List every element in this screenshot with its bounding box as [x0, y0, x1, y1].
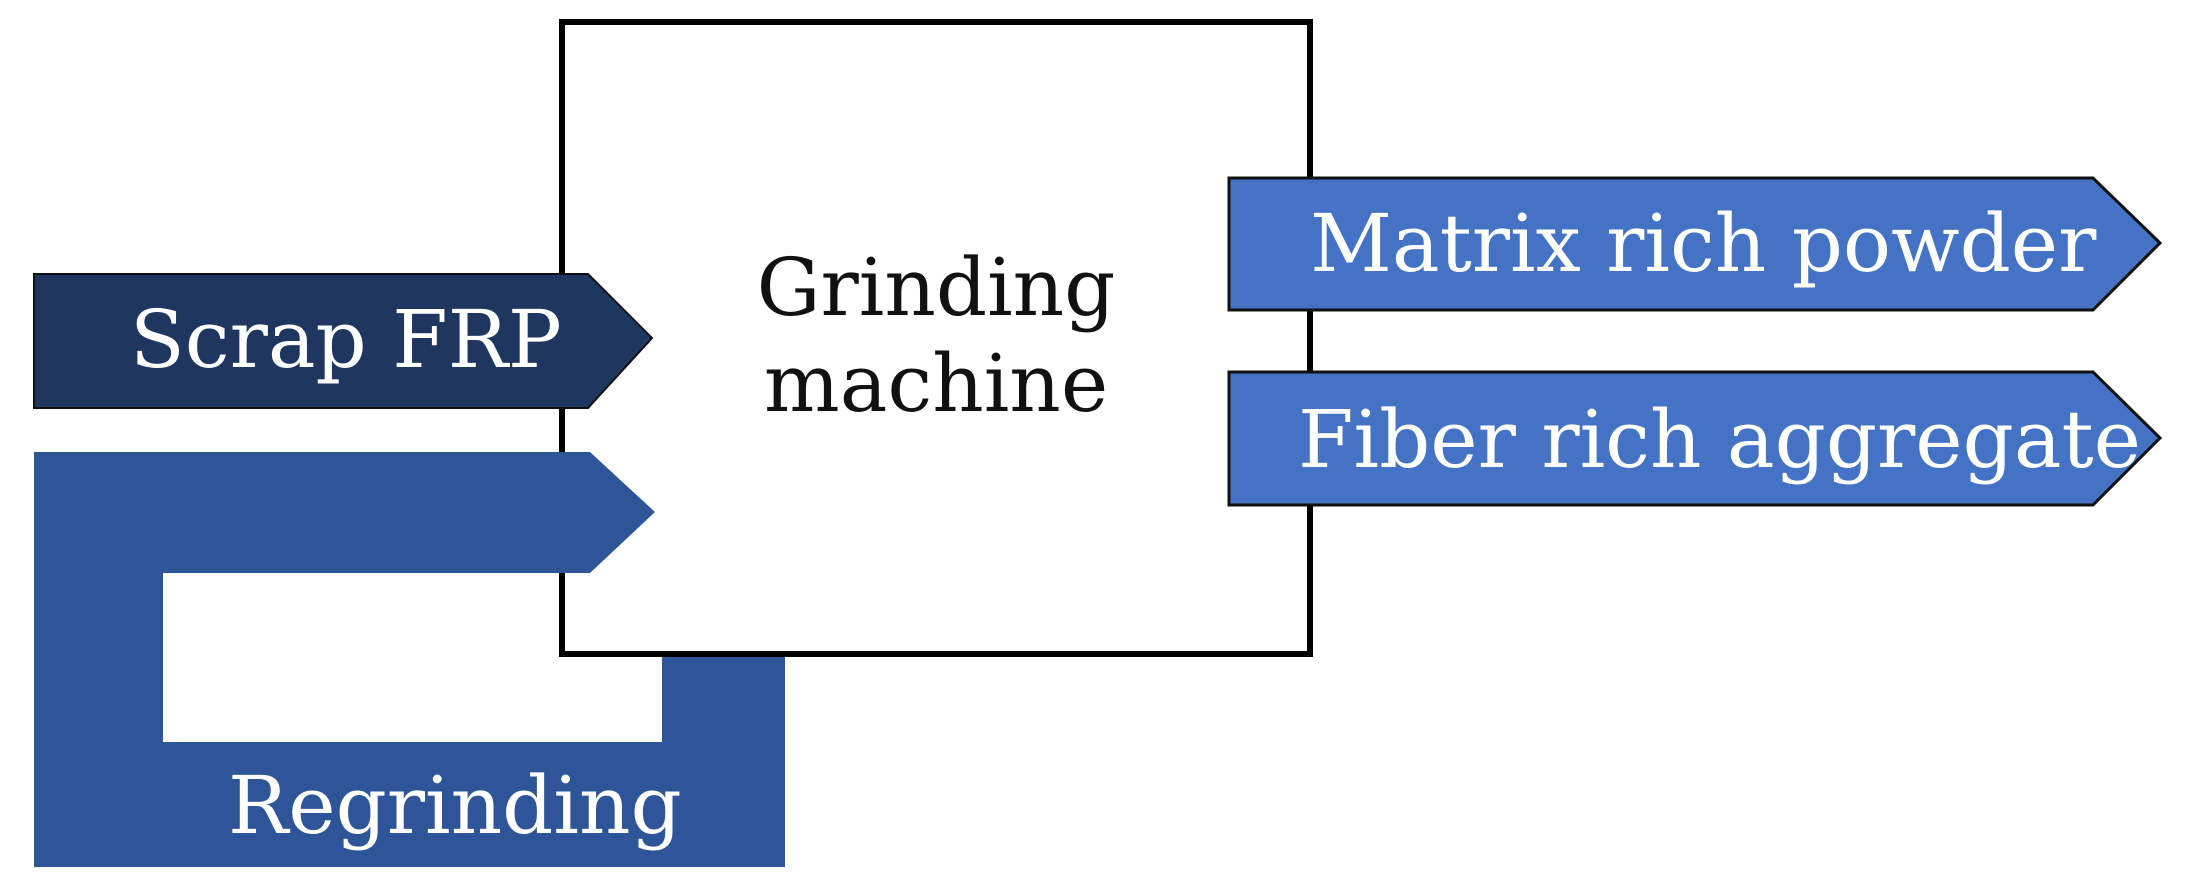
- scrap-frp-label: Scrap FRP: [130, 293, 562, 386]
- machine-label-line2: machine: [763, 337, 1109, 430]
- machine-label: Grinding machine: [562, 22, 1310, 650]
- grinding-machine-box: [559, 19, 1313, 657]
- regrinding-label: Regrinding: [228, 759, 682, 852]
- matrix-powder-arrow: [1227, 176, 2163, 312]
- regrinding-arrow-head: [540, 452, 655, 573]
- scrap-frp-arrow: [33, 273, 654, 409]
- machine-label-line1: Grinding: [756, 241, 1116, 334]
- matrix-powder-label: Matrix rich powder: [1310, 197, 2097, 290]
- fiber-aggregate-label: Fiber rich aggregate: [1298, 393, 2142, 486]
- fiber-aggregate-arrow: [1227, 370, 2163, 507]
